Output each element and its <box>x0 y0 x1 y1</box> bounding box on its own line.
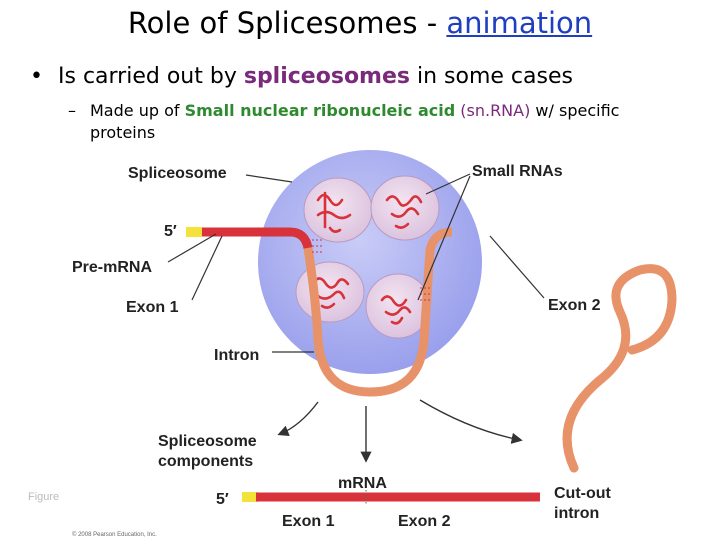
sub-bullet: –Made up of Small nuclear ribonucleic ac… <box>68 100 688 144</box>
bullet-highlight: spliceosomes <box>243 64 410 89</box>
snrnp-lobe <box>295 261 365 323</box>
intron-loop <box>303 227 453 397</box>
label-spliceosome: Spliceosome <box>128 165 227 182</box>
bullet-text-end: in some cases <box>410 64 573 89</box>
label-five-prime-top: 5′ <box>164 223 177 240</box>
snrnp-lobe <box>370 175 440 241</box>
animation-link[interactable]: animation <box>446 6 593 40</box>
components-arrow <box>277 401 319 437</box>
label-cutout-1: Cut-out <box>554 485 612 502</box>
sub-text-paren: (sn.RNA) <box>455 101 531 120</box>
label-intron: Intron <box>214 347 259 364</box>
snrna-squiggles <box>312 191 423 325</box>
label-figure: Figure <box>28 491 59 503</box>
main-bullet: • Is carried out by spliceosomes in some … <box>30 64 573 89</box>
label-pre-mrna: Pre-mRNA <box>72 259 152 276</box>
label-pointers <box>167 173 545 353</box>
label-components-1: Spliceosome <box>158 433 257 450</box>
five-prime-cap <box>186 227 202 237</box>
label-small-rnas: Small RNAs <box>472 163 563 180</box>
label-components-2: components <box>158 453 253 470</box>
label-five-prime-bottom: 5′ <box>216 491 229 508</box>
label-mrna: mRNA <box>338 475 387 492</box>
sub-text-green: Small nuclear ribonucleic acid <box>184 101 456 120</box>
pairing-ticks <box>312 239 432 301</box>
cutout-intron <box>562 264 677 473</box>
bullet-dot-icon: • <box>30 64 43 89</box>
sub-text-end-1: w/ specific <box>530 101 620 120</box>
sub-bullet-dash-icon: – <box>68 101 76 120</box>
label-exon1-bottom: Exon 1 <box>282 513 335 530</box>
five-prime-cap-bottom <box>242 492 258 502</box>
title-text: Role of Splicesomes - <box>127 6 447 40</box>
label-exon2: Exon 2 <box>548 297 601 314</box>
sub-text-end-2: proteins <box>90 123 156 142</box>
slide-title: Role of Splicesomes - animation <box>0 6 720 40</box>
sub-text-start: Made up of <box>90 101 185 120</box>
label-exon1: Exon 1 <box>126 299 179 316</box>
intron-arrow <box>419 399 523 444</box>
bullet-text-start: Is carried out by <box>58 64 244 89</box>
label-exon2-bottom: Exon 2 <box>398 513 451 530</box>
exon1-strand <box>200 227 313 250</box>
label-copyright: © 2008 Pearson Education, Inc. <box>72 531 157 538</box>
label-cutout-2: intron <box>554 505 599 522</box>
